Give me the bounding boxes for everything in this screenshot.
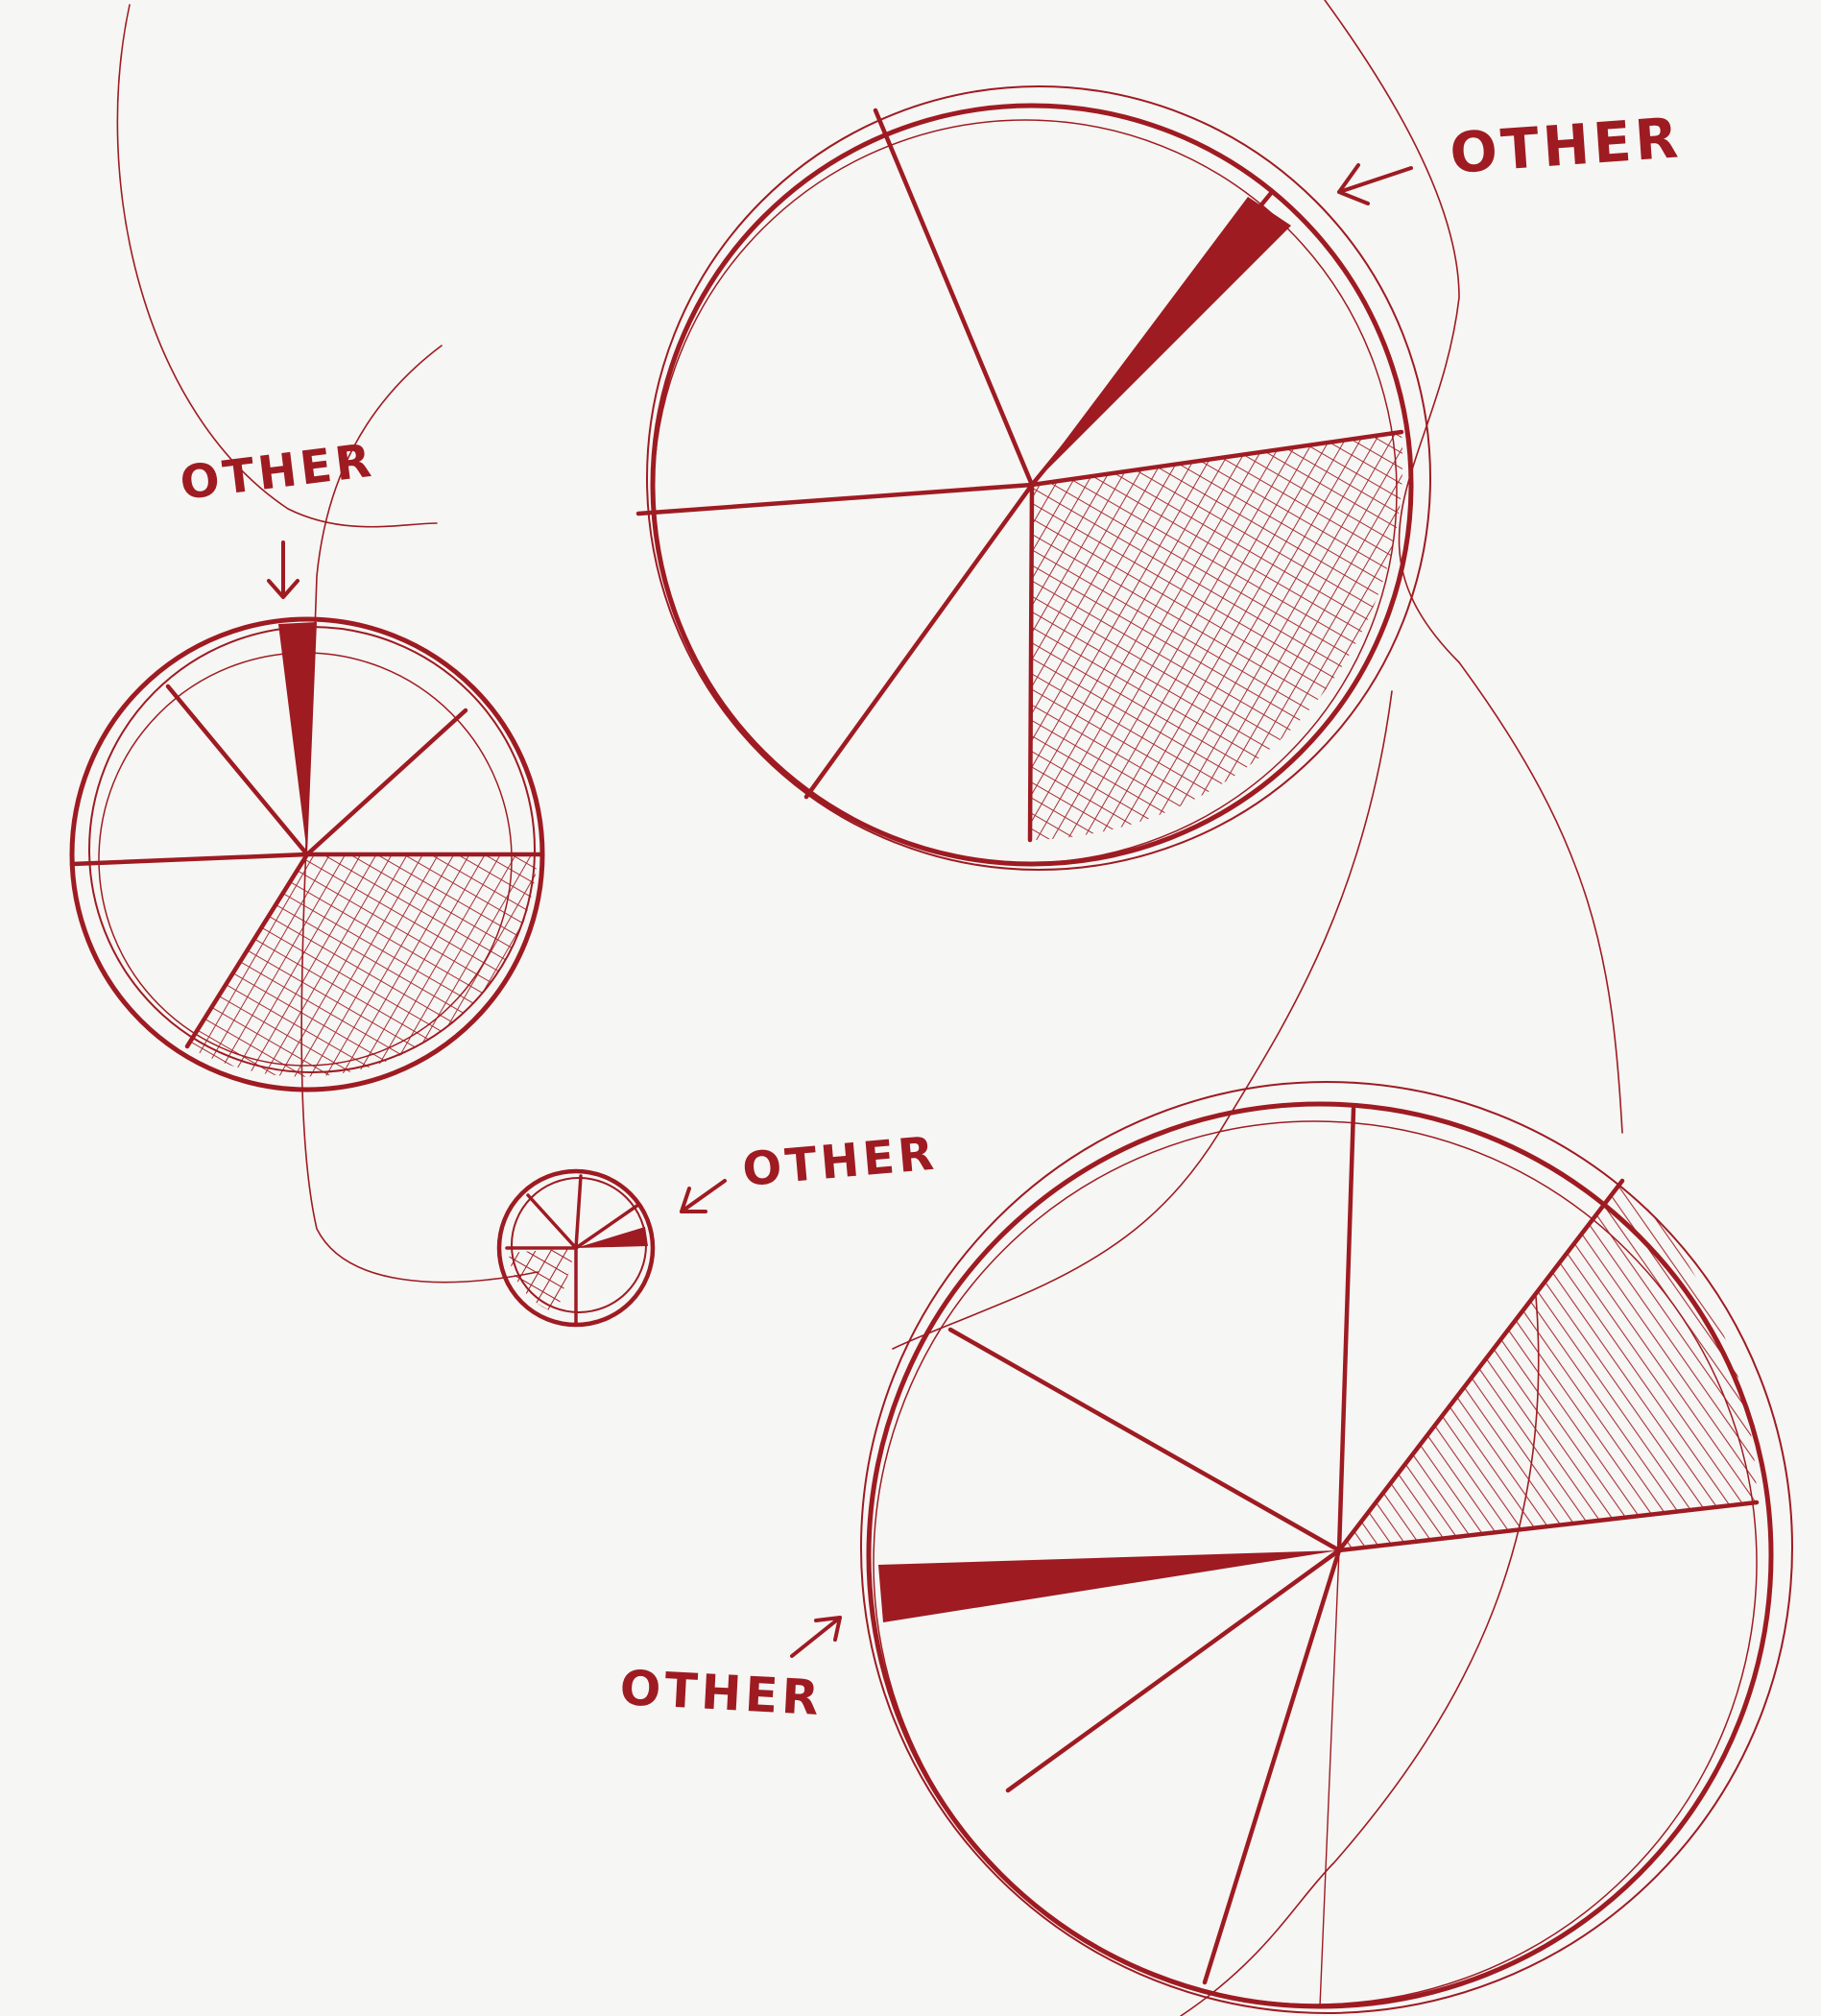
label-left: OTHER <box>178 434 378 511</box>
divider-1 <box>165 684 310 857</box>
slice-dividers <box>947 1106 1760 1985</box>
pie-left <box>69 616 545 1092</box>
arrow-bottom <box>790 1616 842 1658</box>
divider-1 <box>873 108 1035 488</box>
pie-outline-sketch-2 <box>873 1120 1758 2005</box>
divider-2 <box>1336 1178 1625 1553</box>
label-bottom: OTHER <box>618 1660 824 1726</box>
pie-top-right <box>635 85 1431 871</box>
pie-outline-sketch <box>860 1081 1793 2014</box>
annotation-arrows <box>267 163 1413 1658</box>
slice-dividers <box>505 1174 640 1325</box>
slice-dividers <box>635 108 1404 843</box>
divider-2 <box>1029 189 1275 488</box>
shaded-slice <box>1030 432 1403 840</box>
slice-dividers <box>69 684 545 1049</box>
divider-5 <box>526 1193 578 1250</box>
arrow-left <box>267 540 300 599</box>
faint-divider <box>1319 1549 1340 2007</box>
pie-outline-sketch <box>511 1177 647 1313</box>
connector-curve-top-left <box>116 4 438 528</box>
other-slice <box>576 1227 648 1248</box>
pie-outline-sketch <box>646 85 1431 871</box>
label-small: OTHER <box>740 1126 940 1197</box>
divider-4 <box>1027 482 1035 843</box>
pie-outline-sketch-2 <box>98 652 513 1067</box>
divider-6 <box>947 1327 1342 1553</box>
divider-5 <box>69 852 310 867</box>
divider-5 <box>803 482 1035 800</box>
label-top-right: OTHER <box>1448 105 1684 186</box>
connector-curve-lower <box>892 690 1393 1350</box>
shaded-slice <box>1339 1181 1757 1550</box>
shaded-slice <box>509 1248 576 1313</box>
other-slice <box>278 622 317 854</box>
divider-1 <box>574 1174 583 1250</box>
divider-3 <box>1336 1500 1760 1553</box>
arrow-small <box>680 1179 727 1213</box>
pie-outline-sketch <box>88 626 536 1073</box>
divider-3 <box>1029 429 1404 488</box>
divider-4 <box>184 852 310 1049</box>
pie-small <box>496 1168 656 1328</box>
pie-bottom-right <box>860 1081 1793 2014</box>
divider-4 <box>1202 1548 1342 1985</box>
divider-2 <box>574 1203 640 1250</box>
other-slice <box>1032 197 1291 485</box>
divider-6 <box>635 482 1035 516</box>
pie-outline-sketch-2 <box>653 119 1398 864</box>
connector-curve-top-right <box>1324 0 1623 1134</box>
arrow-top-right <box>1337 163 1413 205</box>
pie-outline <box>496 1168 656 1328</box>
divider-1 <box>1336 1106 1356 1553</box>
other-slice <box>878 1550 1339 1622</box>
divider-5 <box>1005 1548 1342 1793</box>
pie-outline <box>650 103 1414 867</box>
divider-2 <box>304 708 468 857</box>
